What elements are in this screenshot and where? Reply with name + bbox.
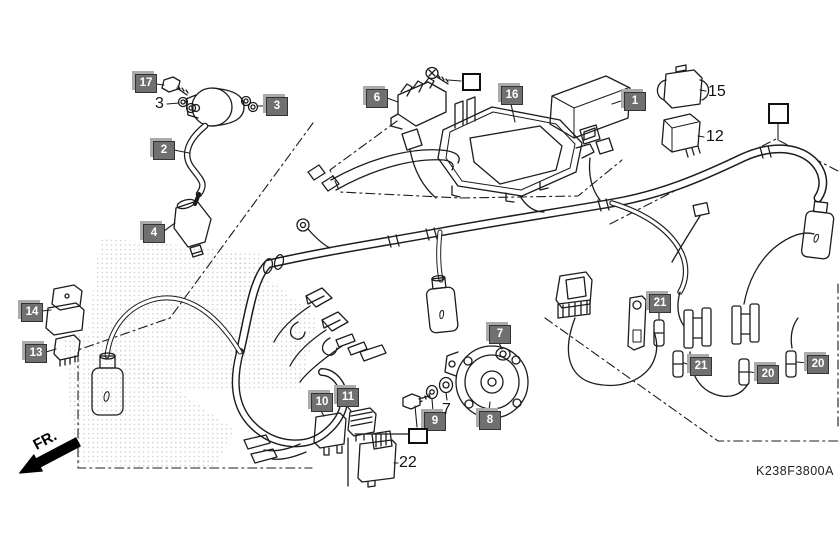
washer-9 — [425, 384, 439, 400]
nuts-3-left — [177, 96, 197, 114]
part-callout-17[interactable]: 17 — [135, 74, 157, 93]
halftone-shading — [62, 238, 318, 470]
part-callout-4[interactable]: 4 — [143, 224, 165, 243]
ecu-unit — [549, 75, 631, 141]
flasher-relay — [661, 113, 701, 158]
part-callout-21b[interactable]: 21 — [690, 357, 712, 376]
cdi-connector — [555, 271, 593, 319]
part-callout-11[interactable]: 11 — [337, 388, 359, 407]
starter-relay — [656, 64, 710, 109]
part-callout-7[interactable]: 7 — [489, 325, 511, 344]
diagram-code: K238F3800A — [756, 464, 834, 478]
resistor-unit-11 — [347, 407, 377, 442]
rubber-boot-right — [800, 200, 835, 260]
spark-plug-cap — [173, 198, 212, 258]
plain-label-12: 12 — [706, 128, 724, 145]
nuts-3-right — [240, 95, 259, 113]
fr-direction-arrow — [19, 437, 81, 474]
horn — [444, 345, 529, 419]
part-callout-8[interactable]: 8 — [479, 411, 501, 430]
part-callout-6[interactable]: 6 — [366, 89, 388, 108]
battery-tray — [437, 96, 595, 203]
part-callout-20b[interactable]: 20 — [807, 355, 829, 374]
fuse-holder-a — [683, 307, 712, 349]
part-callout-14[interactable]: 14 — [21, 303, 43, 322]
plain-label-7: 7 — [442, 401, 451, 418]
washer-7 — [438, 376, 454, 394]
fuse-21a — [653, 319, 665, 347]
plain-label-22: 22 — [399, 454, 417, 471]
part-callout-3[interactable]: 3 — [266, 97, 288, 116]
fuse-20b — [785, 350, 797, 378]
part-callout-21a[interactable]: 21 — [649, 294, 671, 313]
part-callout-10[interactable]: 10 — [311, 393, 333, 412]
empty-callout-box-right — [768, 103, 789, 124]
rubber-boot-middle — [425, 274, 459, 334]
plain-label-15: 15 — [708, 83, 726, 100]
ignition-coil — [183, 87, 245, 206]
empty-callout-box-bottom — [408, 428, 428, 444]
stay-bracket — [627, 295, 647, 351]
part-callout-9[interactable]: 9 — [424, 412, 446, 431]
bolt-17 — [161, 76, 189, 96]
fuse-case — [390, 77, 447, 130]
wire-harness — [104, 124, 828, 464]
part-callout-16[interactable]: 16 — [501, 86, 523, 105]
horn-bolt — [402, 393, 431, 410]
part-callout-2[interactable]: 2 — [153, 141, 175, 160]
fuse-holder-b — [731, 303, 760, 345]
relay-13 — [53, 334, 81, 367]
control-unit-22 — [357, 430, 397, 488]
relay-14 — [45, 284, 85, 336]
fuse-20a — [738, 358, 750, 386]
fuse-case-bolt — [425, 66, 449, 85]
relay-10 — [313, 412, 347, 456]
empty-callout-box-top — [462, 73, 481, 91]
plain-label-3: 3 — [155, 95, 164, 112]
part-callout-20a[interactable]: 20 — [757, 365, 779, 384]
part-callout-13[interactable]: 13 — [25, 344, 47, 363]
nut-7 — [495, 347, 511, 361]
fuse-21b — [672, 350, 684, 378]
part-callout-1[interactable]: 1 — [624, 92, 646, 111]
rubber-boot-left — [91, 352, 124, 416]
